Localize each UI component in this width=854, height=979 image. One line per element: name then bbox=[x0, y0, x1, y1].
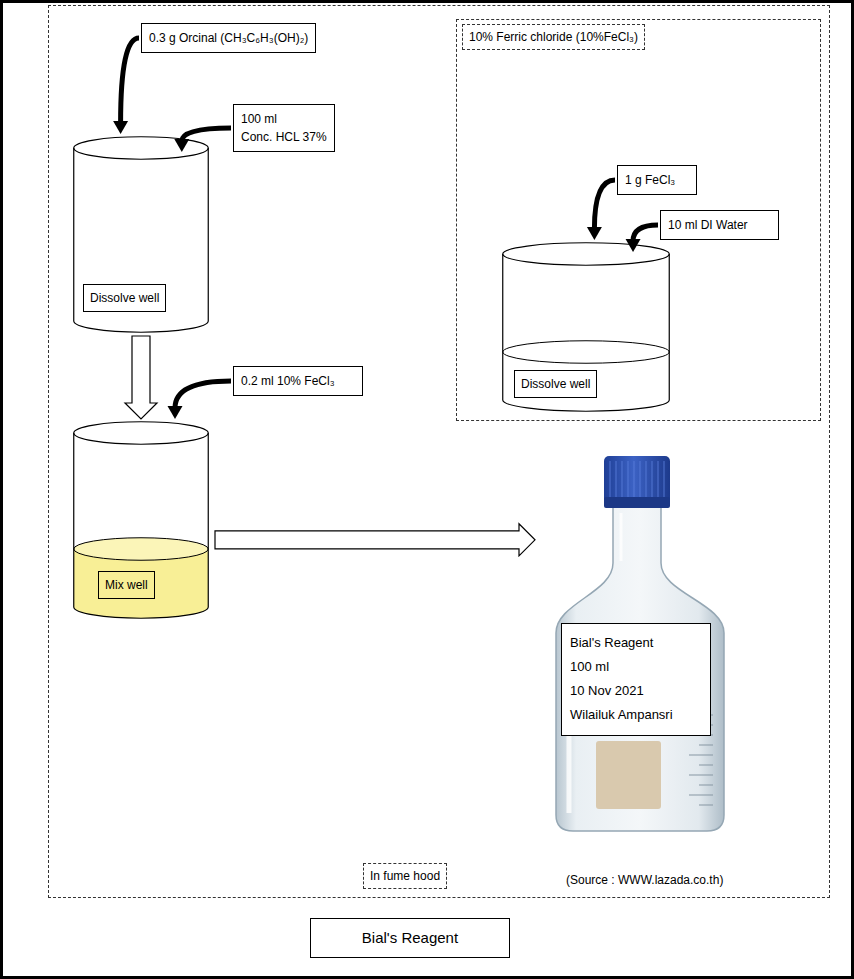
box-text: 0.3 g Orcinal (CH₃C₆H₃(OH)₂) bbox=[149, 29, 308, 47]
curved-arrow bbox=[168, 381, 232, 419]
box-text: Conc. HCL 37% bbox=[241, 128, 327, 146]
region-label: 10% Ferric chloride (10%FeCl₃) bbox=[462, 24, 645, 50]
title-box: Bial's Reagent bbox=[310, 918, 510, 958]
bottle-label: Bial's Reagent100 ml10 Nov 2021Wilailuk … bbox=[561, 623, 711, 736]
bottle-label-text: Bial's Reagent bbox=[570, 631, 702, 655]
region-label: In fume hood bbox=[363, 863, 447, 889]
arrow-shaft bbox=[175, 381, 231, 408]
bottle-label-text: Wilailuk Ampansri bbox=[570, 703, 702, 727]
title-text: Bial's Reagent bbox=[323, 929, 497, 947]
beaker: Dissolve well bbox=[502, 242, 670, 412]
arrow-head bbox=[168, 406, 183, 419]
bottle-label-text: 100 ml bbox=[570, 655, 702, 679]
text-box: 100 mlConc. HCL 37% bbox=[233, 104, 335, 152]
arrow-shaft bbox=[121, 38, 139, 123]
box-text: 10 ml DI Water bbox=[668, 216, 771, 234]
beaker-label: Mix well bbox=[98, 571, 155, 599]
curved-arrow bbox=[174, 128, 231, 152]
text-box: 0.3 g Orcinal (CH₃C₆H₃(OH)₂) bbox=[141, 23, 316, 53]
reagent-bottle: Bial's Reagent100 ml10 Nov 2021Wilailuk … bbox=[541, 453, 739, 836]
beaker-label: Dissolve well bbox=[514, 370, 597, 398]
curved-arrow bbox=[587, 180, 615, 240]
hollow-arrow bbox=[125, 336, 157, 419]
block-arrow bbox=[215, 524, 535, 556]
beaker: Mix well bbox=[73, 421, 209, 619]
text-box: 0.2 ml 10% FeCl₃ bbox=[233, 366, 363, 396]
beaker: Dissolve well bbox=[73, 136, 209, 333]
hollow-arrow bbox=[215, 524, 535, 556]
arrow-shaft bbox=[594, 180, 615, 229]
box-text: 100 ml bbox=[241, 110, 327, 128]
source-text: (Source : WWW.lazada.co.th) bbox=[566, 873, 723, 887]
text-box: 10 ml DI Water bbox=[660, 210, 779, 240]
box-text: 0.2 ml 10% FeCl₃ bbox=[241, 372, 355, 390]
beaker-label: Dissolve well bbox=[83, 284, 166, 312]
curved-arrow bbox=[113, 38, 139, 134]
bottle-label-text: 10 Nov 2021 bbox=[570, 679, 702, 703]
dashed-region: 10% Ferric chloride (10%FeCl₃) 1 g FeCl₃ 1… bbox=[456, 19, 821, 421]
text-box: 1 g FeCl₃ bbox=[617, 165, 697, 195]
curved-arrow bbox=[626, 225, 658, 252]
source-note: (Source : WWW.lazada.co.th) bbox=[566, 870, 723, 888]
arrow-head bbox=[587, 227, 602, 240]
arrow-head bbox=[113, 121, 128, 134]
arrow-shaft bbox=[633, 225, 658, 241]
box-text: 1 g FeCl₃ bbox=[625, 171, 689, 189]
block-arrow bbox=[125, 336, 157, 419]
dashed-region: In fume hood 0.3 g Orcinal (CH₃C₆H₃(OH)₂)… bbox=[48, 5, 830, 898]
arrow-head bbox=[174, 139, 189, 152]
